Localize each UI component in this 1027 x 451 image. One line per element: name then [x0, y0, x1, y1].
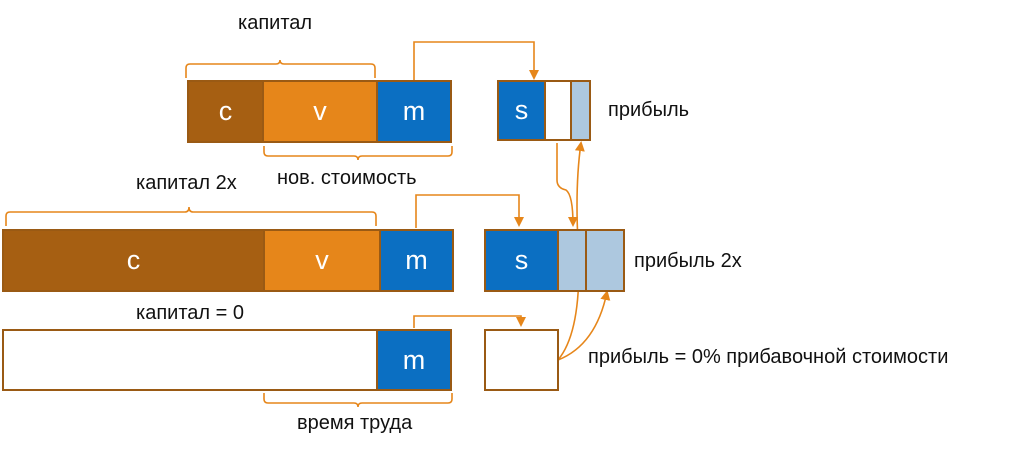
profit-2x-s-box: s: [484, 229, 559, 292]
capital-2x-brace: [5, 206, 377, 226]
capital-2x-label: капитал 2x: [136, 172, 237, 194]
v-letter: v: [313, 96, 327, 126]
profit-label: прибыль: [608, 99, 690, 121]
arrow-m-to-s-row2: [415, 194, 524, 228]
constant-capital-2x-box: c: [2, 229, 265, 292]
capital-zero-label: капитал = 0: [136, 302, 244, 324]
surplus-value-box: m: [376, 80, 452, 143]
profit-share-box: [570, 80, 591, 141]
capital-label: капитал: [238, 12, 313, 34]
v-letter-2x: v: [315, 245, 329, 275]
profit-zero-box: [484, 329, 559, 391]
m-letter-zero: m: [402, 344, 426, 375]
s-letter: s: [514, 95, 529, 125]
arrow-m-to-s-row1: [413, 41, 539, 80]
arrow-from-row3-to-row2-share: [557, 290, 611, 361]
m-letter: m: [402, 96, 426, 126]
arrow-share-to-row2-col1: [556, 143, 578, 227]
labor-time-label: время труда: [297, 412, 413, 434]
profit-2x-share-box-2: [585, 229, 625, 292]
new-value-brace: [263, 146, 453, 161]
c-letter-2x: c: [126, 245, 141, 275]
profit-zero-label: прибыль = 0% прибавочной стоимости: [588, 346, 949, 368]
m-letter-2x: m: [405, 245, 428, 275]
s-letter-2x: s: [514, 245, 529, 275]
labor-time-brace: [263, 393, 453, 408]
surplus-value-zero-box: m: [376, 329, 452, 391]
profit-s-box: s: [497, 80, 546, 141]
profit-2x-share-box-1: [557, 229, 587, 292]
constant-capital-box: c: [187, 80, 264, 143]
surplus-value-2x-box: m: [379, 229, 454, 292]
variable-capital-2x-box: v: [263, 229, 381, 292]
empty-capital-box: [2, 329, 378, 391]
new-value-label: нов. стоимость: [277, 167, 417, 189]
c-letter: c: [218, 96, 233, 126]
arrow-m-to-s-row3: [413, 315, 526, 328]
capital-brace: [185, 59, 376, 78]
profit-blank-box: [544, 80, 572, 141]
variable-capital-box: v: [262, 80, 378, 143]
profit-2x-label: прибыль 2x: [634, 250, 742, 272]
